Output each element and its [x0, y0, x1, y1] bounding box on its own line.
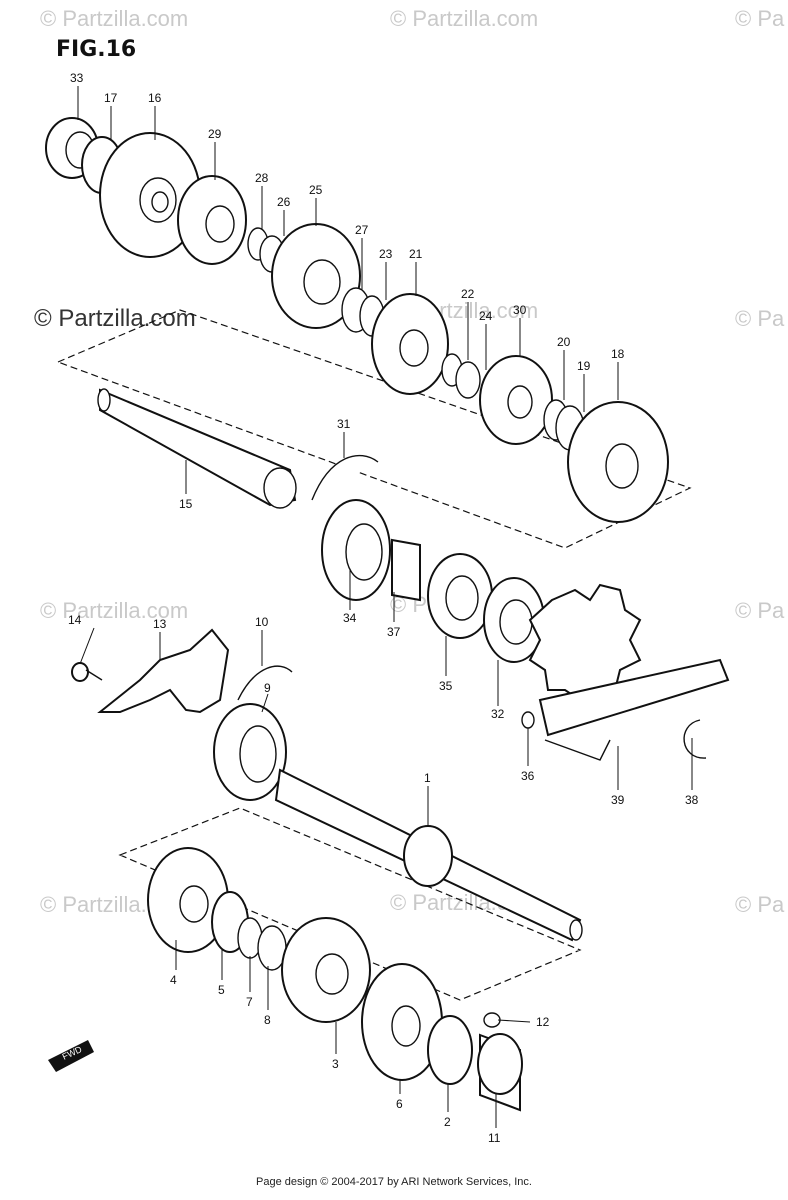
callout-16: 16 [148, 91, 162, 105]
callout-36: 36 [521, 769, 535, 783]
callout-33: 33 [70, 71, 84, 85]
callout-1: 1 [424, 771, 431, 785]
clip-31 [311, 454, 379, 501]
watermark-dark: © Partzilla.com [34, 305, 196, 332]
callout-7: 7 [246, 995, 253, 1009]
spacer-37 [391, 538, 421, 602]
callout-30: 30 [513, 303, 527, 317]
watermark: © Partzilla.com [40, 598, 188, 623]
callout-32: 32 [491, 707, 505, 721]
clip-10 [237, 665, 293, 701]
front-arrow-icon: FWD [48, 1040, 94, 1072]
figure-title: FIG.16 [56, 37, 136, 62]
callout-labels: 33 17 16 29 28 26 25 27 23 21 22 24 30 2… [68, 71, 699, 1145]
gear-2 [427, 1015, 473, 1085]
lower-gear-stack [147, 847, 523, 1112]
callout-10: 10 [255, 615, 269, 629]
callout-27: 27 [355, 223, 369, 237]
callout-22: 22 [461, 287, 475, 301]
callout-25: 25 [309, 183, 323, 197]
callout-5: 5 [218, 983, 225, 997]
callout-35: 35 [439, 679, 453, 693]
callout-20: 20 [557, 335, 571, 349]
callout-39: 39 [611, 793, 625, 807]
callout-17: 17 [104, 91, 118, 105]
washer-24 [455, 361, 481, 399]
pin-12 [483, 1012, 501, 1028]
output-group [321, 499, 642, 729]
callout-24: 24 [479, 309, 493, 323]
callout-3: 3 [332, 1057, 339, 1071]
callout-29: 29 [208, 127, 222, 141]
callout-21: 21 [409, 247, 423, 261]
callout-8: 8 [264, 1013, 271, 1027]
watermark-layer: © Partzilla.com © Partzilla.com © Pa © P… [34, 6, 785, 917]
callout-4: 4 [170, 973, 177, 987]
countershaft-assembly-outline [56, 309, 692, 549]
callout-2: 2 [444, 1115, 451, 1129]
watermark: © Pa [735, 598, 785, 623]
callout-13: 13 [153, 617, 167, 631]
watermark: © Pa [735, 892, 785, 917]
bolt-14 [71, 662, 103, 682]
callout-19: 19 [577, 359, 591, 373]
countershaft-15 [97, 388, 297, 509]
callout-37: 37 [387, 625, 401, 639]
callout-38: 38 [685, 793, 699, 807]
sprocket [528, 583, 642, 702]
callout-14: 14 [68, 613, 82, 627]
watermark: © Pa [735, 6, 785, 31]
callout-18: 18 [611, 347, 625, 361]
callout-12: 12 [536, 1015, 550, 1029]
driveshaft-1 [274, 768, 583, 942]
callout-28: 28 [255, 171, 269, 185]
bolt-36 [521, 711, 535, 729]
callout-31: 31 [337, 417, 351, 431]
bearing-retainer-13 [97, 628, 230, 714]
upper-gear-stack [45, 117, 669, 523]
callout-26: 26 [277, 195, 291, 209]
page-footer: Page design © 2004-2017 by ARI Network S… [256, 1176, 532, 1188]
watermark: © Pa [735, 306, 785, 331]
watermark: © Partzilla.com [390, 6, 538, 31]
callout-34: 34 [343, 611, 357, 625]
watermark: © Partzilla.com [40, 6, 188, 31]
callout-23: 23 [379, 247, 393, 261]
callout-6: 6 [396, 1097, 403, 1111]
callout-9: 9 [264, 681, 271, 695]
drive-chain-39 [538, 658, 730, 761]
callout-11: 11 [488, 1131, 501, 1145]
leader-lines [77, 86, 693, 1128]
callout-15: 15 [179, 497, 193, 511]
master-link-clip-38 [683, 719, 707, 759]
